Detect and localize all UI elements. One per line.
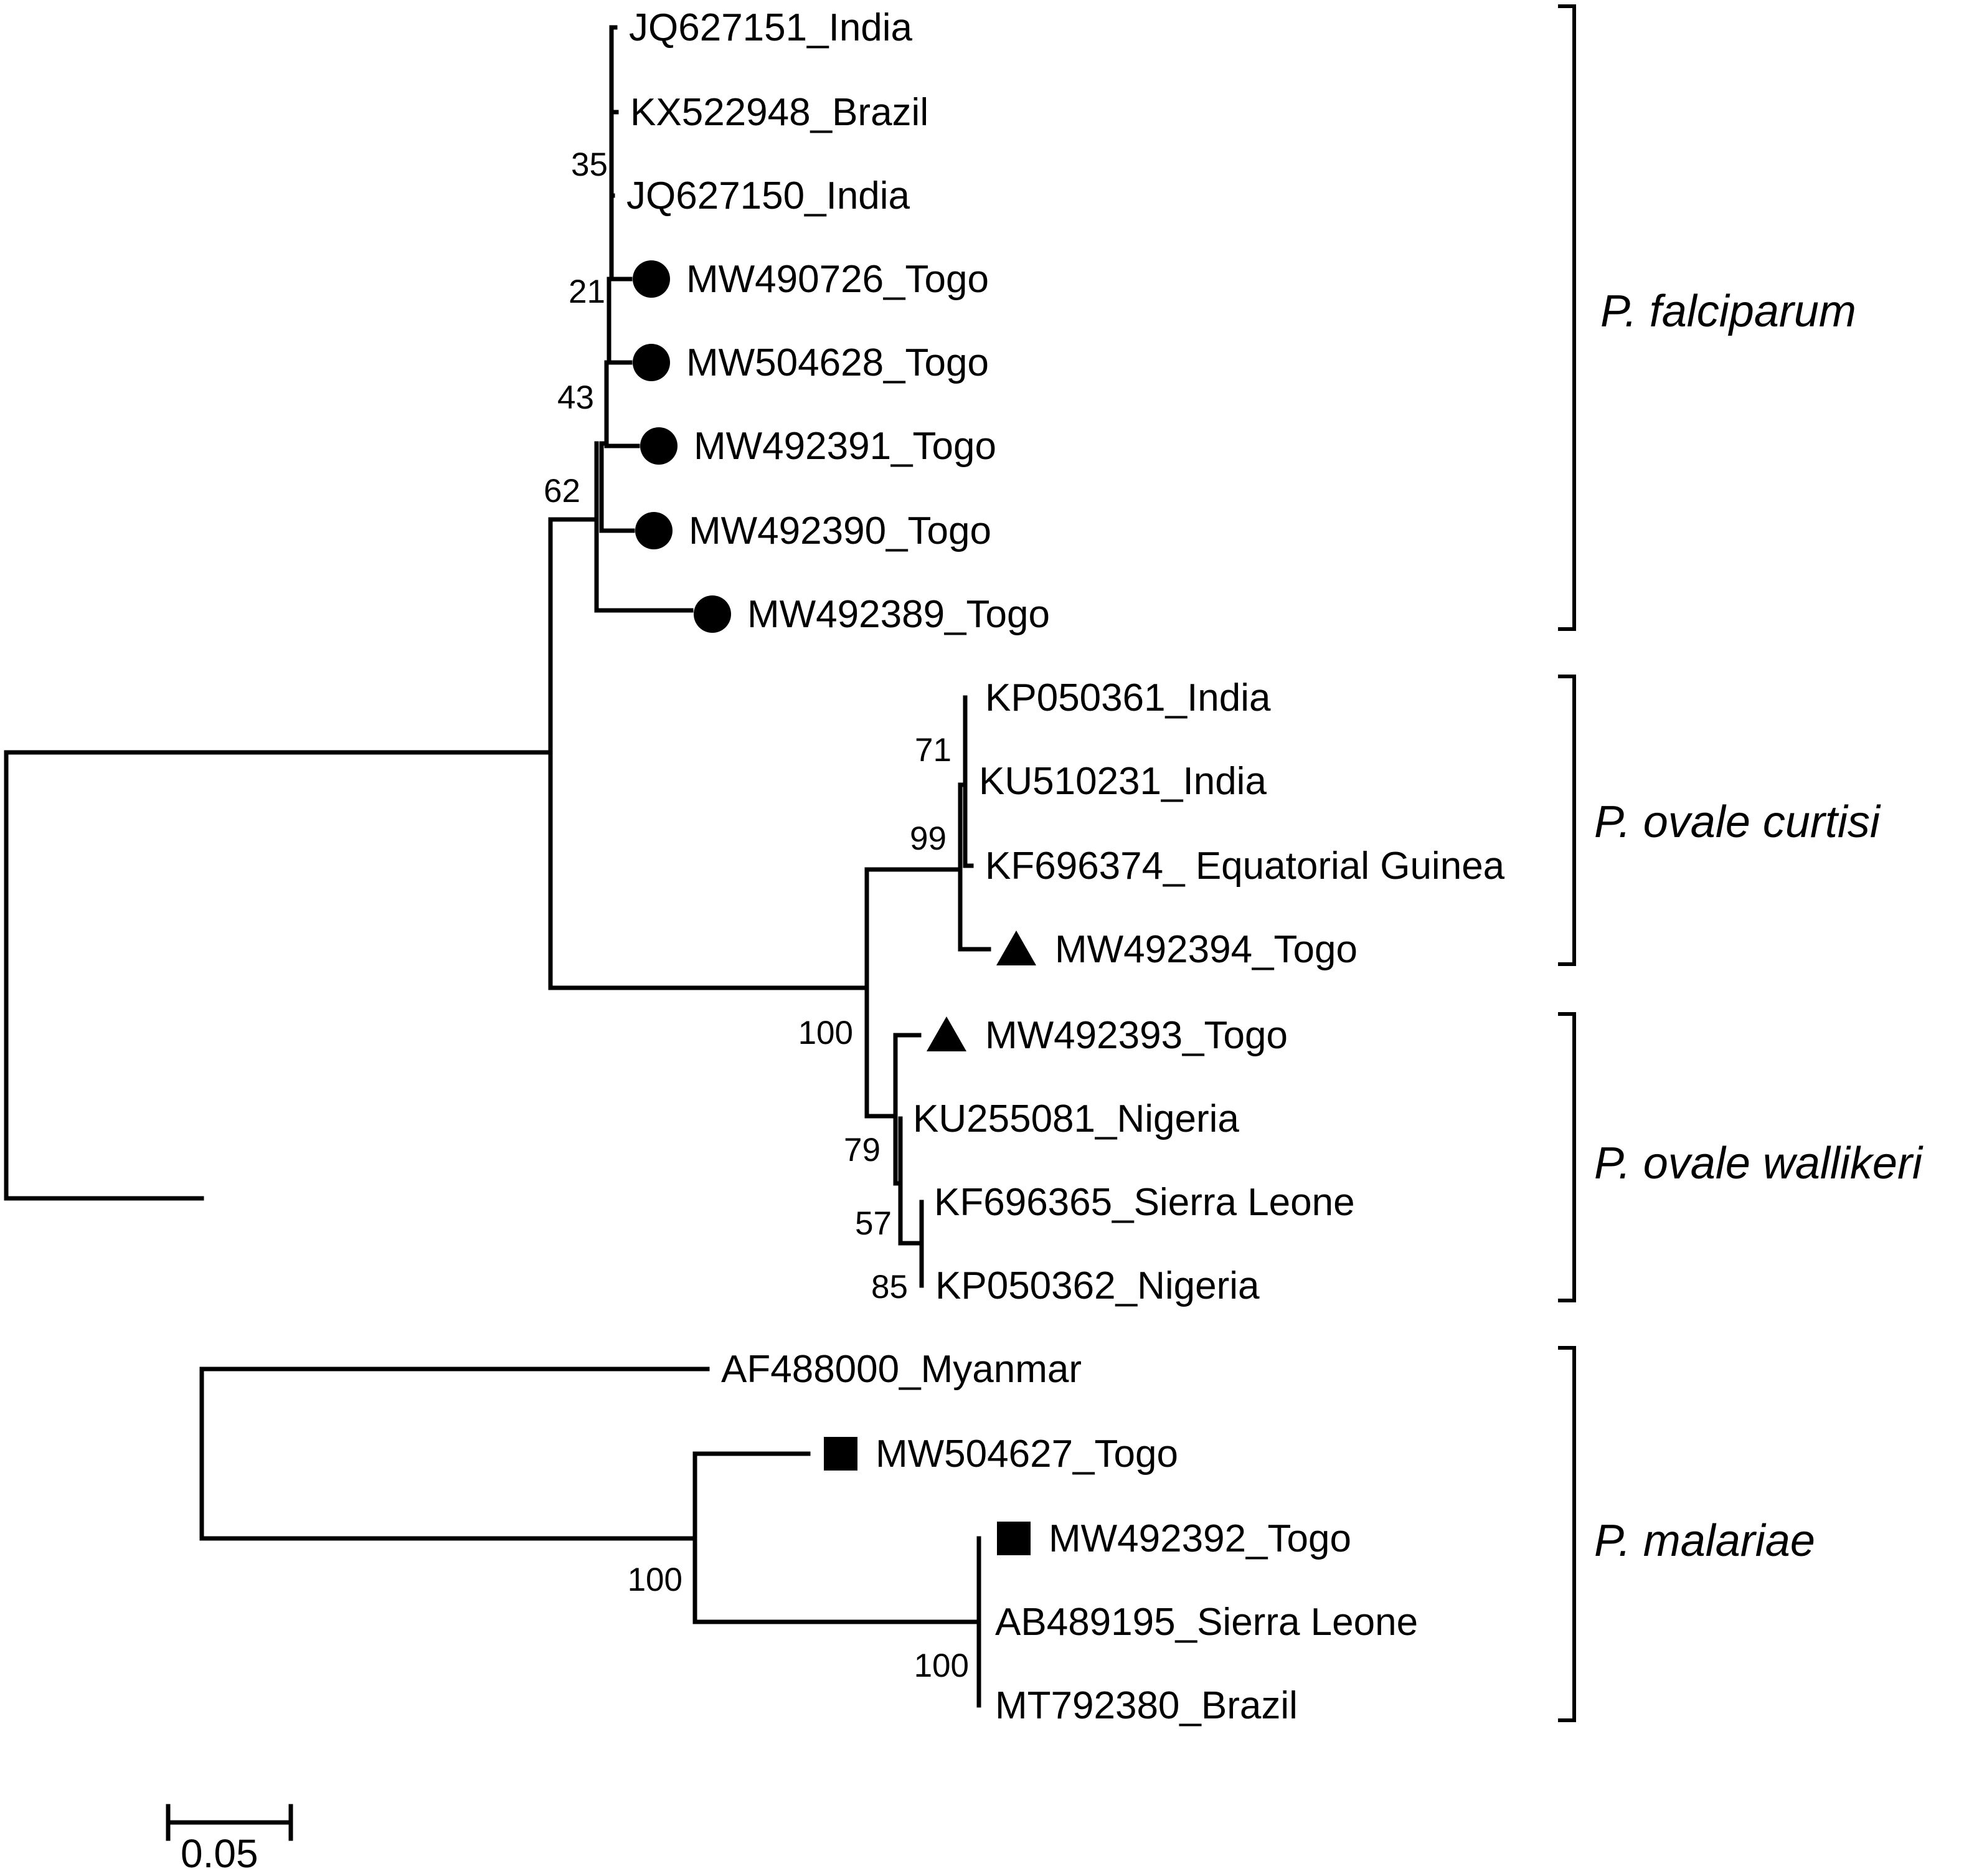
bootstrap-labels: 35 21 43 62 71 99 100 79 57 85 100 100 — [544, 146, 969, 1684]
clade-bracket — [1558, 1346, 1576, 1722]
leaf-label: MW492392_Togo — [1049, 1517, 1351, 1560]
leaf-label: KF696374_ Equatorial Guinea — [985, 845, 1505, 888]
clade-label: P. falciparum — [1600, 287, 1856, 336]
tree-branches — [4, 25, 991, 1708]
circle-marker-icon — [633, 344, 670, 381]
leaf-label: MW504628_Togo — [686, 341, 989, 384]
leaf-label: MW490726_Togo — [686, 258, 989, 301]
bootstrap-value: 100 — [628, 1561, 682, 1598]
scale-bar-line — [166, 1804, 293, 1841]
leaf-label: KU510231_India — [979, 760, 1267, 803]
leaf-label: KP050362_Nigeria — [935, 1264, 1260, 1307]
scale-bar: 0.05 — [166, 1804, 293, 1876]
triangle-marker-icon — [927, 1016, 966, 1051]
triangle-marker-icon — [996, 931, 1036, 965]
leaf-label: MW492393_Togo — [985, 1014, 1288, 1057]
leaf-label: MW492391_Togo — [694, 425, 996, 468]
clade-label: P. ovale wallikeri — [1594, 1139, 1924, 1188]
leaf-label: MW492390_Togo — [689, 509, 991, 552]
bootstrap-value: 79 — [844, 1132, 881, 1168]
leaf-label: KX522948_Brazil — [630, 91, 928, 134]
clade-label: P. malariae — [1594, 1516, 1815, 1566]
leaf-label: KP050361_India — [985, 676, 1271, 719]
bootstrap-value: 71 — [915, 732, 951, 769]
leaf-label: KF696365_Sierra Leone — [934, 1181, 1355, 1224]
leaf-label: MW492394_Togo — [1055, 928, 1358, 971]
leaf-label: AF488000_Myanmar — [721, 1348, 1082, 1391]
leaf-markers — [633, 260, 1036, 1555]
leaf-label: KU255081_Nigeria — [913, 1097, 1239, 1140]
square-marker-icon — [997, 1522, 1031, 1555]
bootstrap-value: 85 — [871, 1269, 908, 1305]
bootstrap-value: 21 — [569, 273, 605, 310]
bootstrap-value: 100 — [914, 1647, 969, 1684]
scale-bar-label: 0.05 — [181, 1831, 258, 1876]
clade-bracket — [1558, 4, 1576, 631]
clade-brackets: P. falciparum P. ovale curtisi P. ovale wa… — [1558, 4, 1924, 1722]
circle-marker-icon — [635, 512, 673, 549]
bootstrap-value: 62 — [544, 473, 580, 509]
leaf-label: JQ627151_India — [629, 6, 913, 49]
clade-bracket — [1558, 1012, 1576, 1302]
bootstrap-value: 99 — [910, 820, 947, 857]
leaf-label: AB489195_Sierra Leone — [995, 1601, 1418, 1644]
circle-marker-icon — [694, 595, 731, 633]
leaf-label: MW492389_Togo — [747, 593, 1050, 636]
square-marker-icon — [824, 1437, 857, 1471]
bootstrap-value: 35 — [571, 146, 608, 183]
leaf-label: JQ627150_India — [626, 174, 910, 217]
bootstrap-value: 57 — [855, 1205, 892, 1242]
clade-label: P. ovale curtisi — [1594, 797, 1881, 847]
circle-marker-icon — [640, 427, 678, 465]
leaf-label: MT792380_Brazil — [995, 1684, 1298, 1727]
bootstrap-value: 100 — [798, 1015, 853, 1051]
clade-bracket — [1558, 675, 1576, 966]
leaf-labels: JQ627151_IndiaKX522948_BrazilJQ627150_In… — [626, 6, 1505, 1727]
leaf-label: MW504627_Togo — [876, 1433, 1178, 1476]
bootstrap-value: 43 — [557, 379, 594, 416]
circle-marker-icon — [633, 260, 670, 298]
